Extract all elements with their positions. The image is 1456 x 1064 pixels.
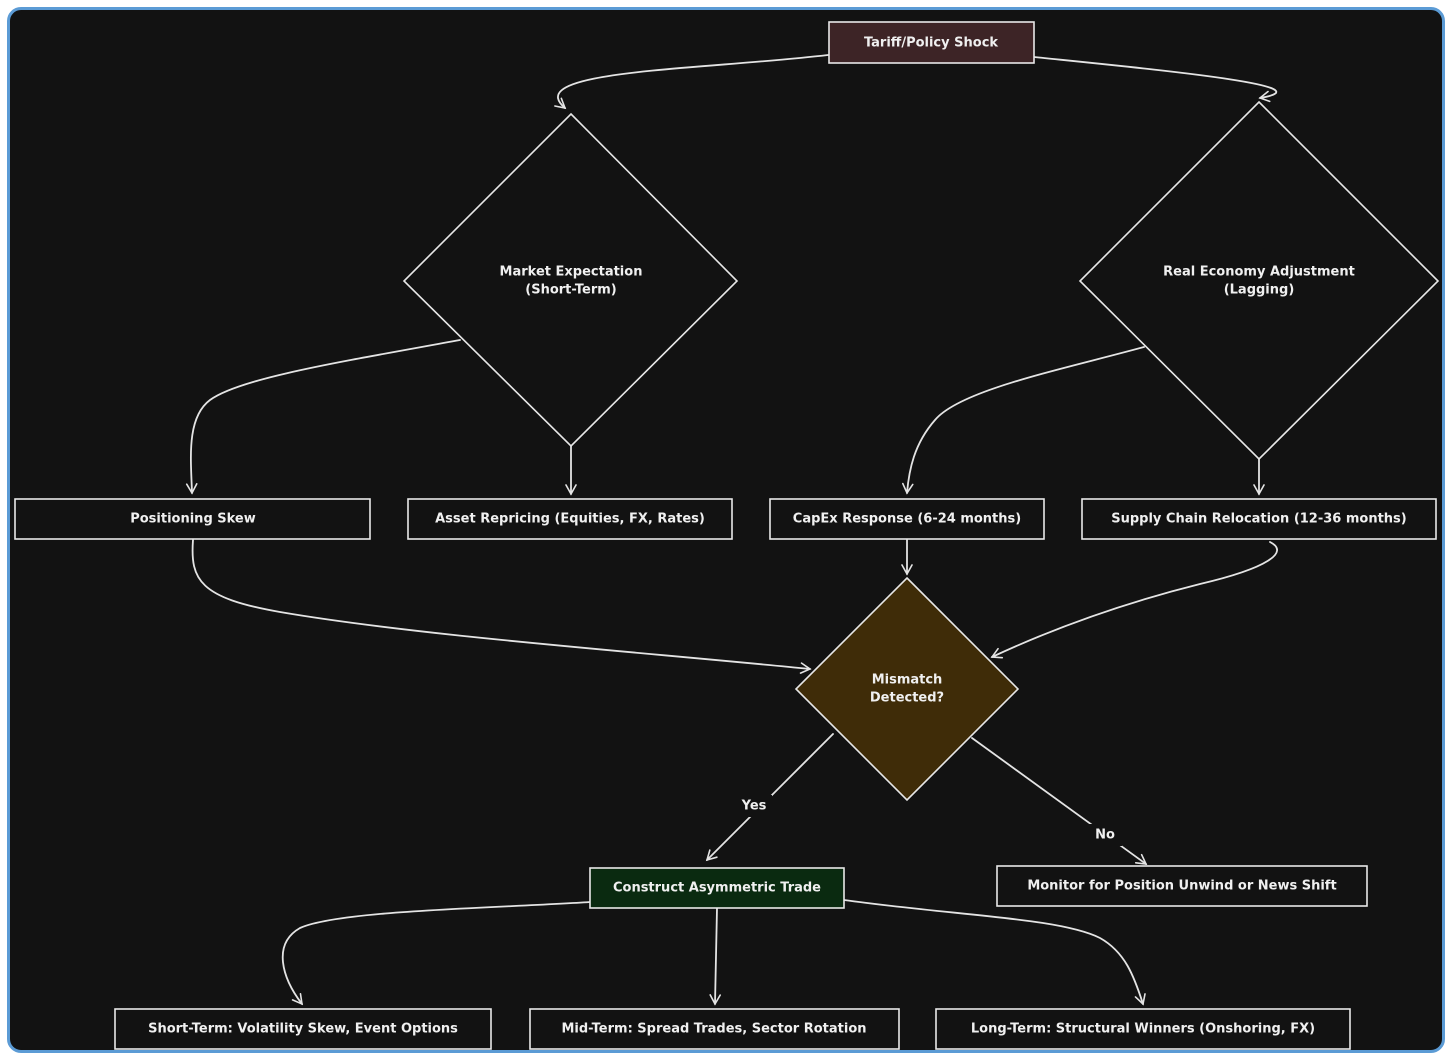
edge-shock-to-real — [1033, 56, 1278, 103]
edge-trade-to-short — [281, 901, 591, 1006]
node-construct-trade[interactable]: Construct Asymmetric Trade — [589, 867, 845, 909]
node-capex-label: CapEx Response (6-24 months) — [793, 512, 1021, 527]
edge-shock-to-market — [554, 54, 829, 110]
node-real-economy[interactable]: Real Economy Adjustment (Lagging) — [1078, 100, 1440, 461]
node-long-term[interactable]: Long-Term: Structural Winners (Onshoring… — [935, 1008, 1351, 1050]
edge-label-no: No — [1095, 828, 1115, 843]
node-capex-response[interactable]: CapEx Response (6-24 months) — [769, 498, 1045, 540]
no-label-bg — [1088, 824, 1122, 846]
node-mid-term[interactable]: Mid-Term: Spread Trades, Sector Rotation — [529, 1008, 900, 1050]
node-reprice-label: Asset Repricing (Equities, FX, Rates) — [435, 512, 705, 527]
edge-trade-to-long — [843, 899, 1146, 1006]
node-trade-label: Construct Asymmetric Trade — [613, 881, 821, 896]
edge-skew-to-mismatch — [191, 539, 812, 674]
node-short-label: Short-Term: Volatility Skew, Event Optio… — [148, 1022, 458, 1037]
node-mismatch-line1: Mismatch — [872, 673, 943, 688]
node-supply-chain[interactable]: Supply Chain Relocation (12-36 months) — [1081, 498, 1437, 540]
node-market-expectation[interactable]: Market Expectation (Short-Term) — [402, 112, 739, 448]
node-shock[interactable]: Tariff/Policy Shock — [828, 21, 1035, 64]
node-long-label: Long-Term: Structural Winners (Onshoring… — [971, 1022, 1315, 1037]
edge-market-to-skew — [185, 339, 461, 495]
node-mismatch-line2: Detected? — [870, 691, 944, 706]
node-market-line2: (Short-Term) — [525, 283, 616, 298]
edge-trade-to-mid — [709, 907, 721, 1006]
edges — [185, 54, 1278, 1006]
node-mid-label: Mid-Term: Spread Trades, Sector Rotation — [561, 1022, 866, 1037]
edge-supply-to-mismatch — [990, 541, 1278, 659]
edge-real-to-capex — [901, 346, 1145, 495]
yes-label-bg — [736, 795, 772, 817]
node-asset-repricing[interactable]: Asset Repricing (Equities, FX, Rates) — [407, 498, 733, 540]
node-positioning-skew[interactable]: Positioning Skew — [14, 498, 371, 540]
node-shock-label: Tariff/Policy Shock — [864, 36, 998, 51]
node-real-line1: Real Economy Adjustment — [1163, 265, 1355, 280]
node-supply-label: Supply Chain Relocation (12-36 months) — [1111, 512, 1407, 527]
node-monitor-label: Monitor for Position Unwind or News Shif… — [1027, 879, 1336, 894]
node-skew-label: Positioning Skew — [130, 512, 256, 527]
node-monitor[interactable]: Monitor for Position Unwind or News Shif… — [996, 865, 1368, 907]
node-market-line1: Market Expectation — [500, 265, 643, 280]
edge-label-yes: Yes — [741, 799, 767, 814]
node-real-line2: (Lagging) — [1224, 283, 1295, 298]
node-short-term[interactable]: Short-Term: Volatility Skew, Event Optio… — [114, 1008, 492, 1050]
node-mismatch[interactable]: Mismatch Detected? — [794, 576, 1020, 802]
